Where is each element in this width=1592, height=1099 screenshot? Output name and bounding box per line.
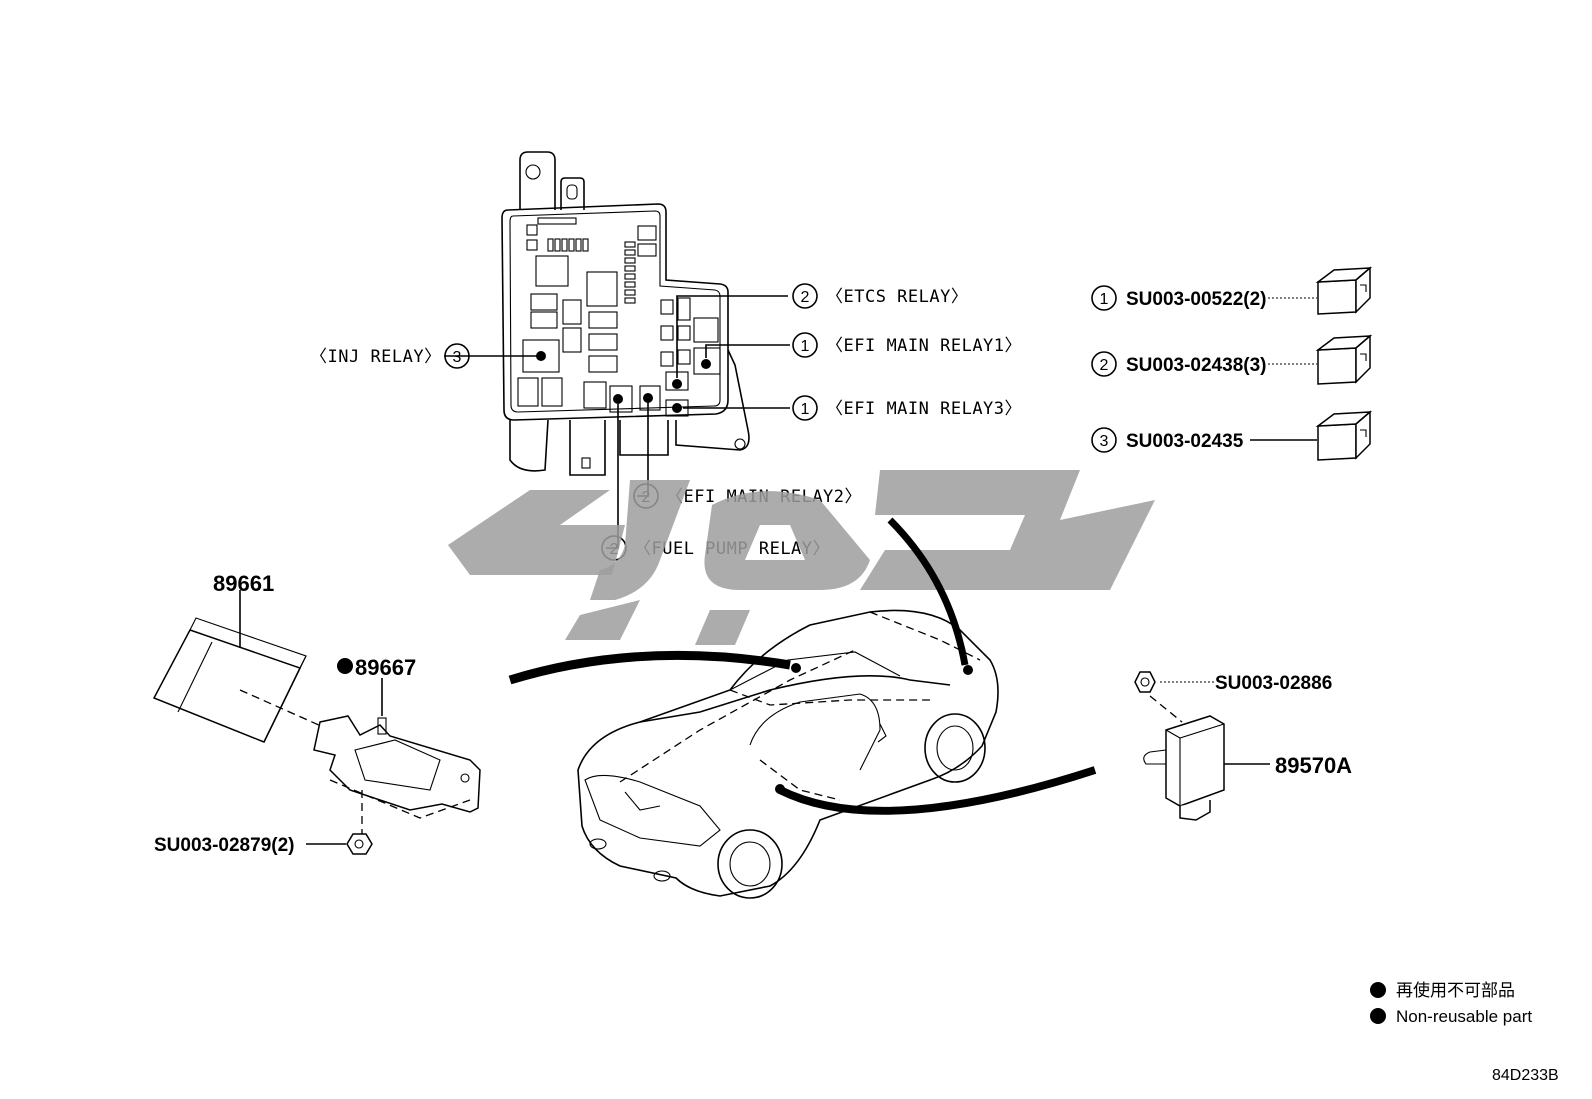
callout-efi-main-relay3: 〈EFI MAIN RELAY3〉 (826, 399, 1022, 419)
watermark-logo (448, 470, 1155, 645)
part-nut-right: SU003-02886 (1215, 673, 1332, 694)
part-89667: 89667 (355, 655, 416, 680)
relay-icon-3 (1315, 410, 1373, 461)
legend: 再使用不可部品 Non-reusable part (1370, 980, 1532, 1026)
part-89570a: 89570A (1275, 753, 1352, 778)
nut-left-drawing (306, 833, 373, 855)
module-89570a-drawing (1134, 671, 1270, 821)
relay-leader-lines (444, 295, 790, 549)
legend-marker-icon (1370, 1008, 1386, 1024)
ecu-89661-drawing (152, 590, 331, 743)
callout-inj-relay: 〈INJ RELAY〉 (310, 347, 442, 367)
relay-part-3: SU003-02435 (1126, 431, 1244, 452)
relay-part-num-3: 3 (1100, 433, 1109, 450)
relay-part-2: SU003-02438(3) (1126, 355, 1266, 376)
relay-icon-2 (1315, 334, 1373, 385)
relay-part-list (1091, 266, 1373, 461)
relay-box-drawing (501, 151, 750, 476)
part-nut-left: SU003-02879(2) (154, 835, 294, 856)
relay-part-num-2: 2 (1100, 357, 1109, 374)
bracket-89667-drawing (313, 678, 481, 838)
callout-num-efi3: 1 (801, 401, 810, 418)
car-drawing (508, 517, 1097, 899)
relay-part-1: SU003-00522(2) (1126, 289, 1266, 310)
relay-icon-1 (1315, 266, 1373, 315)
callout-num-inj: 3 (453, 349, 462, 366)
callout-etcs-relay: 〈ETCS RELAY〉 (826, 287, 968, 307)
legend-jp: 再使用不可部品 (1396, 980, 1515, 1000)
legend-en: Non-reusable part (1396, 1007, 1532, 1026)
relay-part-num-1: 1 (1100, 291, 1109, 308)
callout-efi-main-relay1: 〈EFI MAIN RELAY1〉 (826, 336, 1022, 356)
callout-num-efi1: 1 (801, 338, 810, 355)
legend-marker-icon (1370, 982, 1386, 998)
part-89661: 89661 (213, 571, 274, 596)
callout-num-etcs: 2 (801, 289, 810, 306)
diagram-code: 84D233B (1492, 1067, 1559, 1084)
non-reusable-marker-icon (337, 658, 353, 674)
